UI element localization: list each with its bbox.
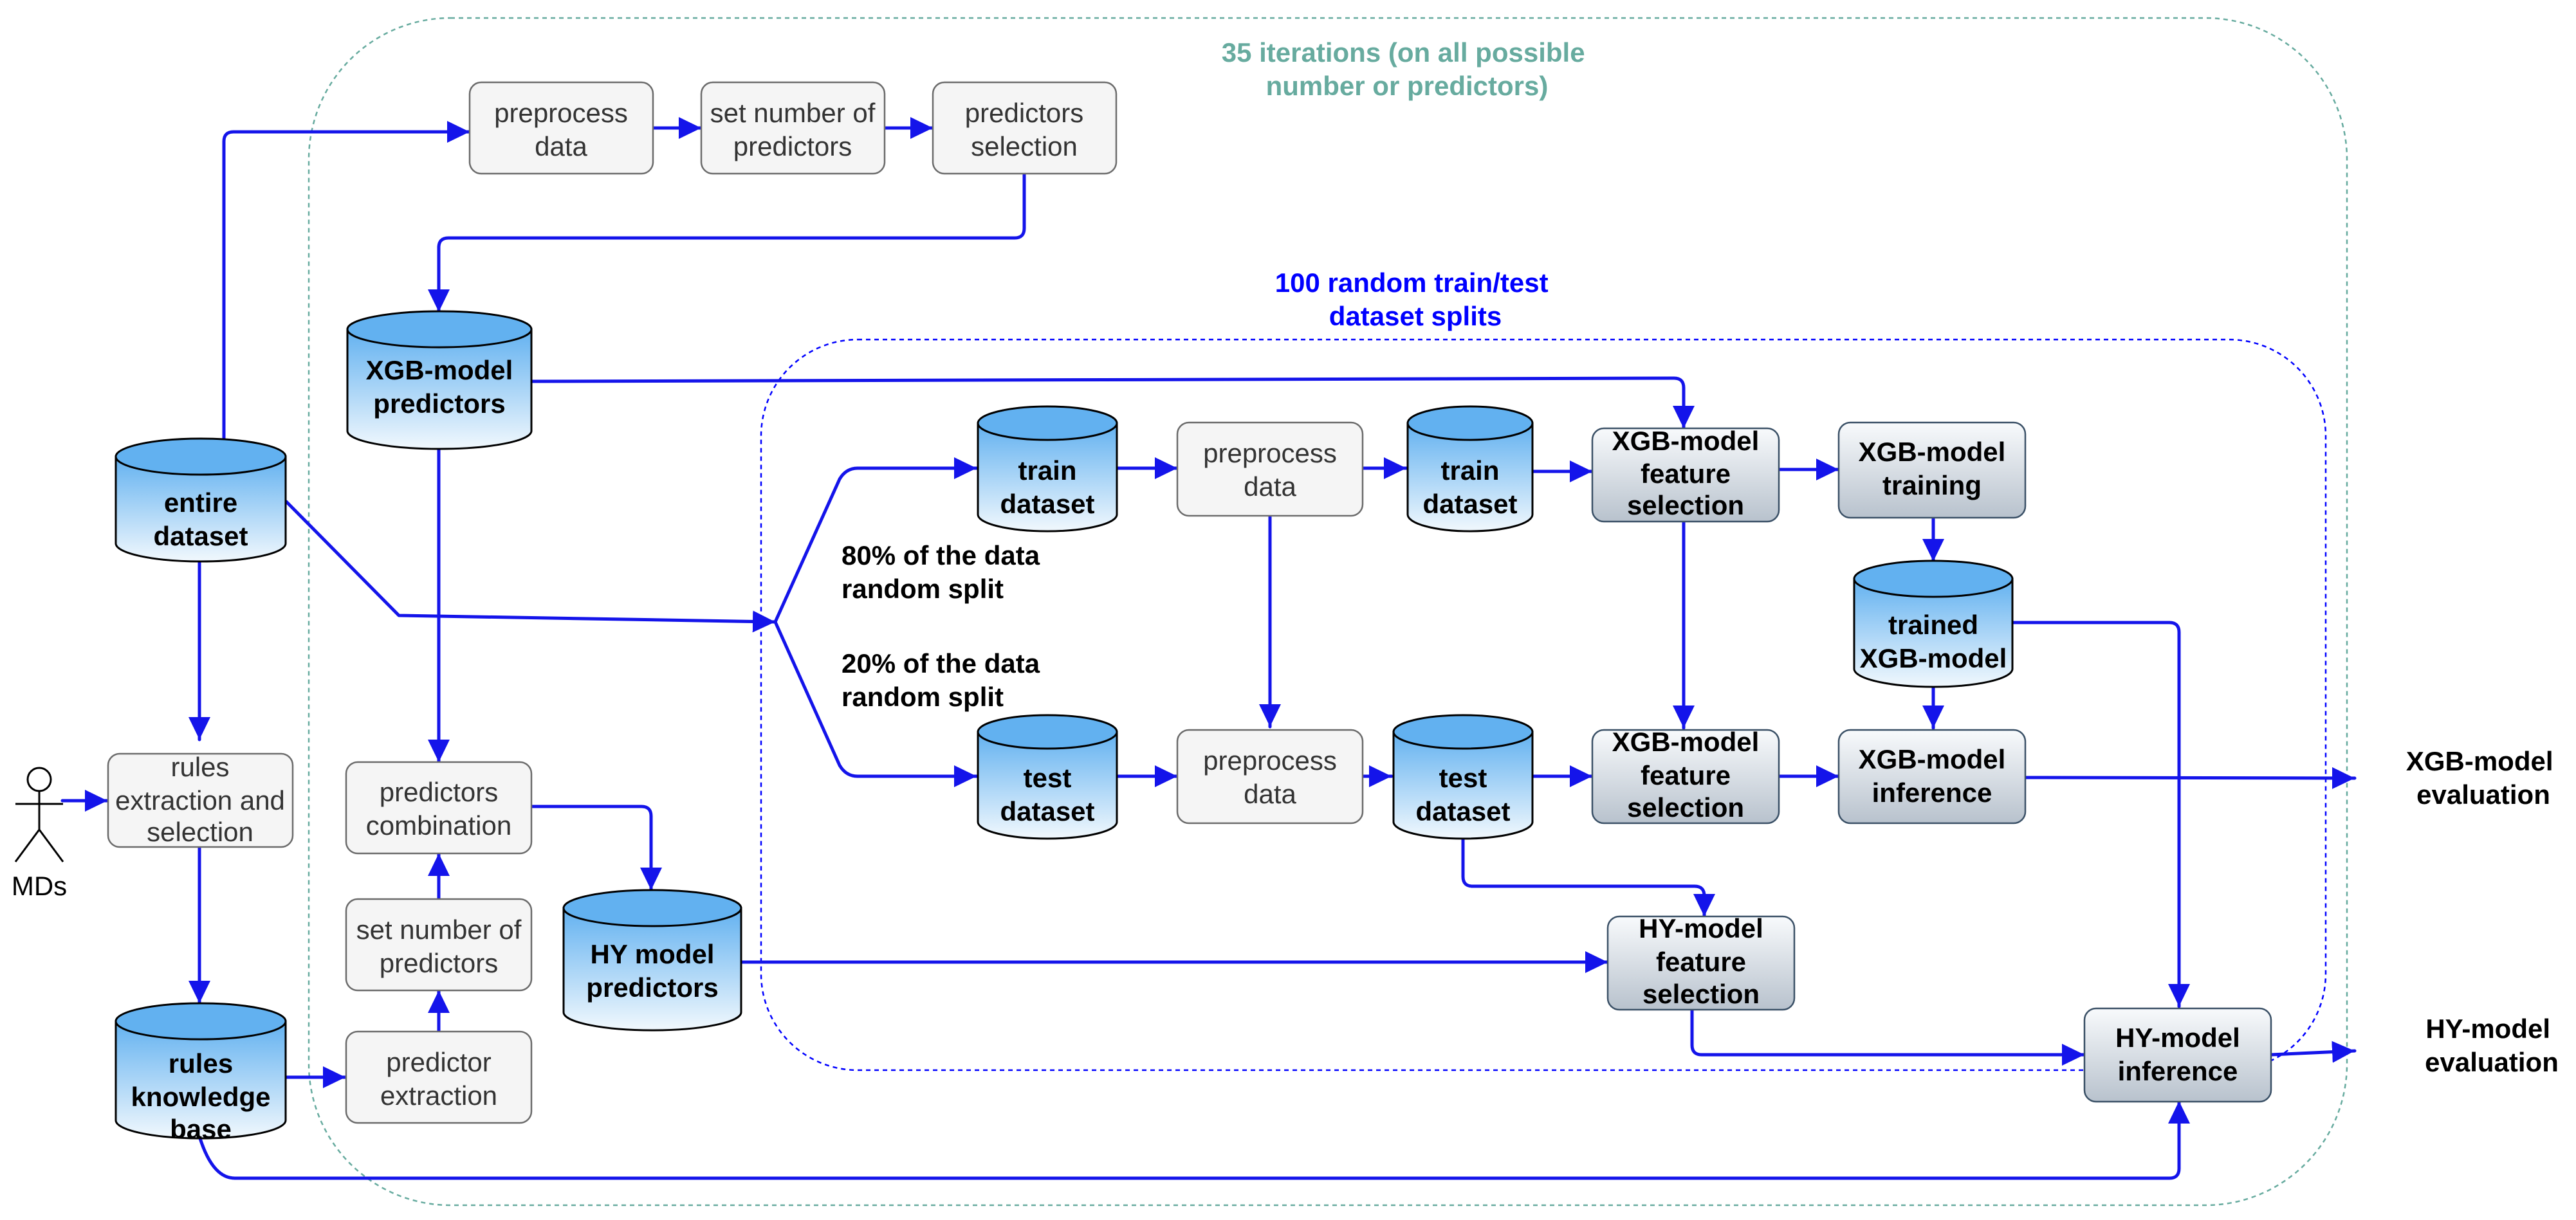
edge-xgb-predictors-to-feature-selection [529,376,1695,430]
output-hy-evaluation: HY-model evaluation [2425,1014,2559,1077]
edge-combination-to-hy-predictors [529,805,662,892]
test-split-label: 20% of the data random split [842,648,1047,712]
edge-split-test [773,620,860,778]
edge-split-train [773,466,860,624]
actor-mds: MDs [12,767,67,901]
output-xgb-evaluation: XGB-model evaluation [2406,746,2561,810]
edge-kb-to-hy-inference [198,1099,2190,1180]
edge-test2-to-hy-fs [1461,834,1715,918]
inner-loop-label: 100 random train/test dataset splits [1275,268,1556,331]
outer-iteration-loop [308,17,2348,1206]
edge-trained-to-hy-inference [2010,621,2190,1008]
inner-split-loop [760,338,2327,1071]
edge-hy-fs-to-hy-inference [1690,1008,2086,1066]
edges [60,117,2357,1180]
train-split-label: 80% of the data random split [842,540,1047,604]
stick-figure-icon [14,767,64,862]
outer-loop-label: 35 iterations (on all possible number or… [1222,37,1592,101]
edge-dataset-to-preprocess [222,121,472,446]
edge-selection-to-xgb-predictors [428,172,1026,314]
edge-dataset-to-split [284,500,777,633]
edge-hy-inference-to-hy-eval [2269,1041,2357,1063]
actor-label: MDs [12,871,67,901]
